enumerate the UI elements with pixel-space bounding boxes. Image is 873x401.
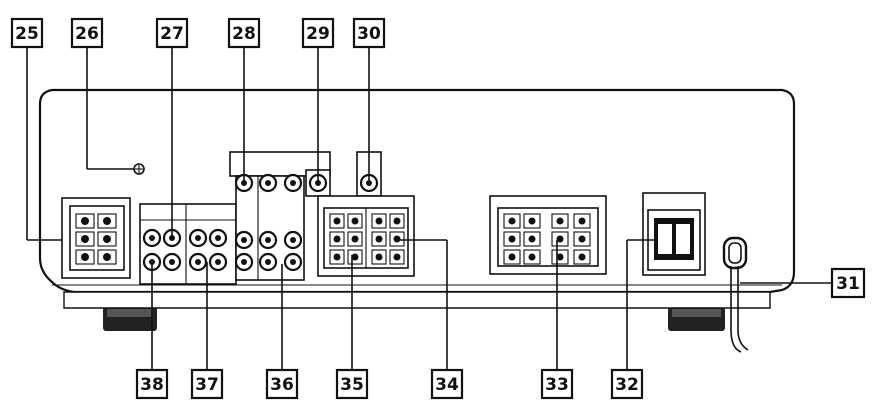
rca-jack-strip bbox=[139, 203, 237, 285]
callout-29-label: 29 bbox=[306, 24, 330, 44]
callout-27-label: 27 bbox=[160, 24, 184, 44]
power-cord bbox=[722, 236, 749, 353]
callout-36-label: 36 bbox=[270, 375, 294, 395]
ground-screw bbox=[133, 163, 145, 175]
speaker-terminal-block-center bbox=[317, 195, 415, 277]
callout-30-label: 30 bbox=[357, 24, 381, 44]
callout-28-label: 28 bbox=[232, 24, 256, 44]
callout-28: 28 bbox=[227, 17, 261, 49]
callout-35-label: 35 bbox=[340, 375, 364, 395]
power-switch bbox=[642, 192, 706, 276]
callout-32: 32 bbox=[610, 368, 644, 400]
callout-33-label: 33 bbox=[545, 375, 569, 395]
callout-36: 36 bbox=[265, 368, 299, 400]
callout-25-label: 25 bbox=[15, 24, 39, 44]
callout-29: 29 bbox=[301, 17, 335, 49]
callout-31: 31 bbox=[830, 267, 866, 299]
callout-37: 37 bbox=[190, 368, 224, 400]
callout-26-label: 26 bbox=[75, 24, 99, 44]
video-jack-panel bbox=[229, 151, 331, 281]
speaker-terminal-block-left bbox=[61, 197, 131, 279]
leader-lines bbox=[26, 34, 832, 372]
callout-37-label: 37 bbox=[195, 375, 219, 395]
speaker-terminal-block-right bbox=[489, 195, 607, 275]
callout-38-label: 38 bbox=[140, 375, 164, 395]
callout-38: 38 bbox=[135, 368, 169, 400]
callout-26: 26 bbox=[70, 17, 104, 49]
callout-30: 30 bbox=[352, 17, 386, 49]
callout-32-label: 32 bbox=[615, 375, 639, 395]
callout-27: 27 bbox=[155, 17, 189, 49]
callout-33: 33 bbox=[540, 368, 574, 400]
callout-25: 25 bbox=[10, 17, 44, 49]
callout-35: 35 bbox=[335, 368, 369, 400]
callout-34-label: 34 bbox=[435, 375, 459, 395]
callout-31-label: 31 bbox=[836, 274, 860, 294]
callout-34: 34 bbox=[430, 368, 464, 400]
